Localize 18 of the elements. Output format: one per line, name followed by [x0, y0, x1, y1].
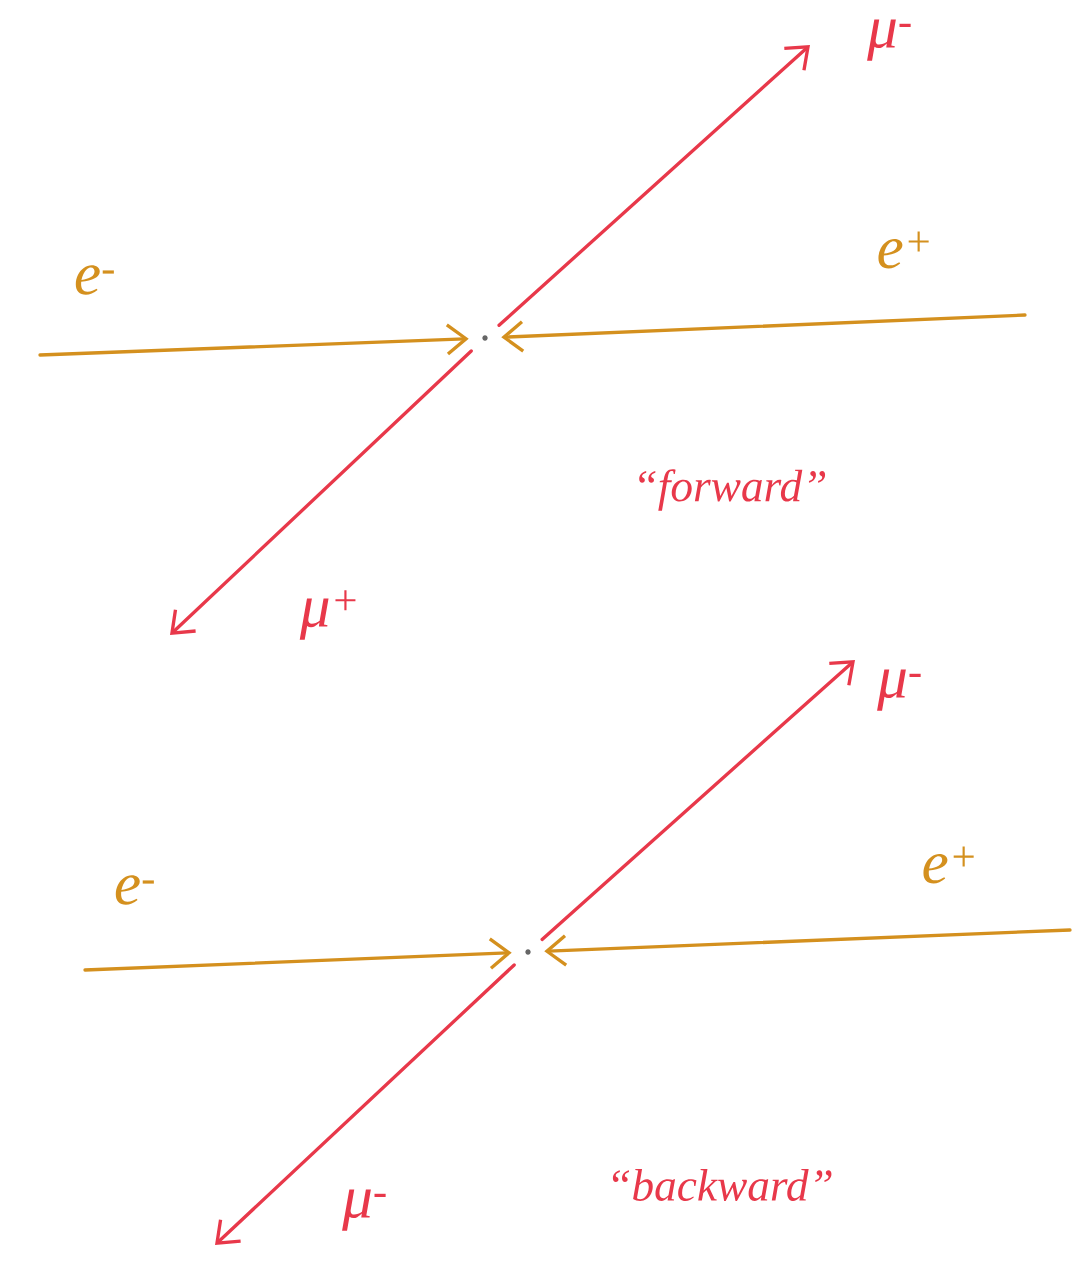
arrow — [38, 323, 469, 357]
particle-label: e$^{-}$ — [75, 265, 114, 295]
arrow — [215, 963, 516, 1245]
arrow — [540, 660, 855, 942]
caption-text: “forward” — [639, 469, 826, 511]
particle-label: μ$^{-}$ — [867, 19, 911, 61]
arrow — [501, 313, 1027, 353]
arrow — [544, 928, 1072, 967]
particle-label: μ$^{-}$ — [342, 1189, 386, 1231]
arrow — [170, 349, 473, 635]
particle-label: e$^{+}$ — [878, 231, 929, 269]
caption-text: “backward” — [612, 1169, 832, 1201]
particle-label: e$^{-}$ — [115, 875, 154, 905]
arrow — [497, 45, 810, 327]
particle-label: μ$^{+}$ — [299, 590, 356, 640]
particle-label: e$^{+}$ — [923, 846, 974, 884]
particle-label: μ$^{-}$ — [877, 669, 921, 711]
arrow — [83, 937, 512, 972]
